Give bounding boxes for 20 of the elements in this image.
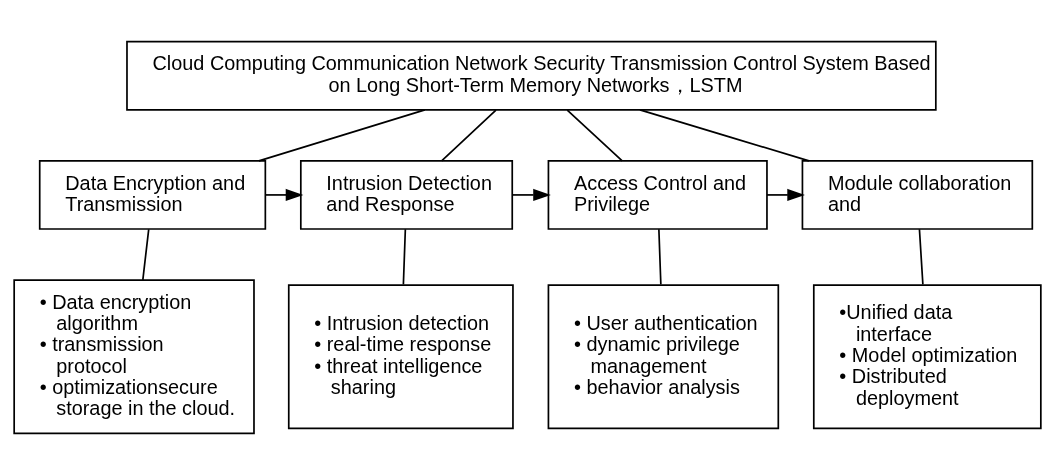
node-box: •Unified data interface • Model optimization • Distributed deployment [812,284,1042,430]
node-box: • Data encryption algorithm • transmission protocol • optimizationsecure storage in the cloud. [13,279,255,435]
node-box: Access Control and Privilege [547,160,768,230]
node-box: Cloud Computing Communication Network Security Transmission Control System Based on Long Short-Term Memory Networks，LSTM [126,40,937,111]
node-box: • User authentication • dynamic privilege management • behavior analysis [547,284,780,430]
connector [639,109,810,162]
arrow [766,188,805,202]
connector [658,228,662,286]
connector [402,228,407,286]
node-box: Module collaboration and [801,160,1034,230]
connector [142,228,150,281]
node-box: • Intrusion detection • real-time response • threat intelligence sharing [287,284,514,430]
node-box: Data Encryption and Transmission [38,160,267,230]
arrow [511,188,551,202]
connector [258,109,426,162]
node-box: Intrusion Detection and Response [299,160,514,230]
arrow [264,188,304,202]
connector [566,109,624,162]
connector [918,228,924,286]
connector [440,109,497,162]
